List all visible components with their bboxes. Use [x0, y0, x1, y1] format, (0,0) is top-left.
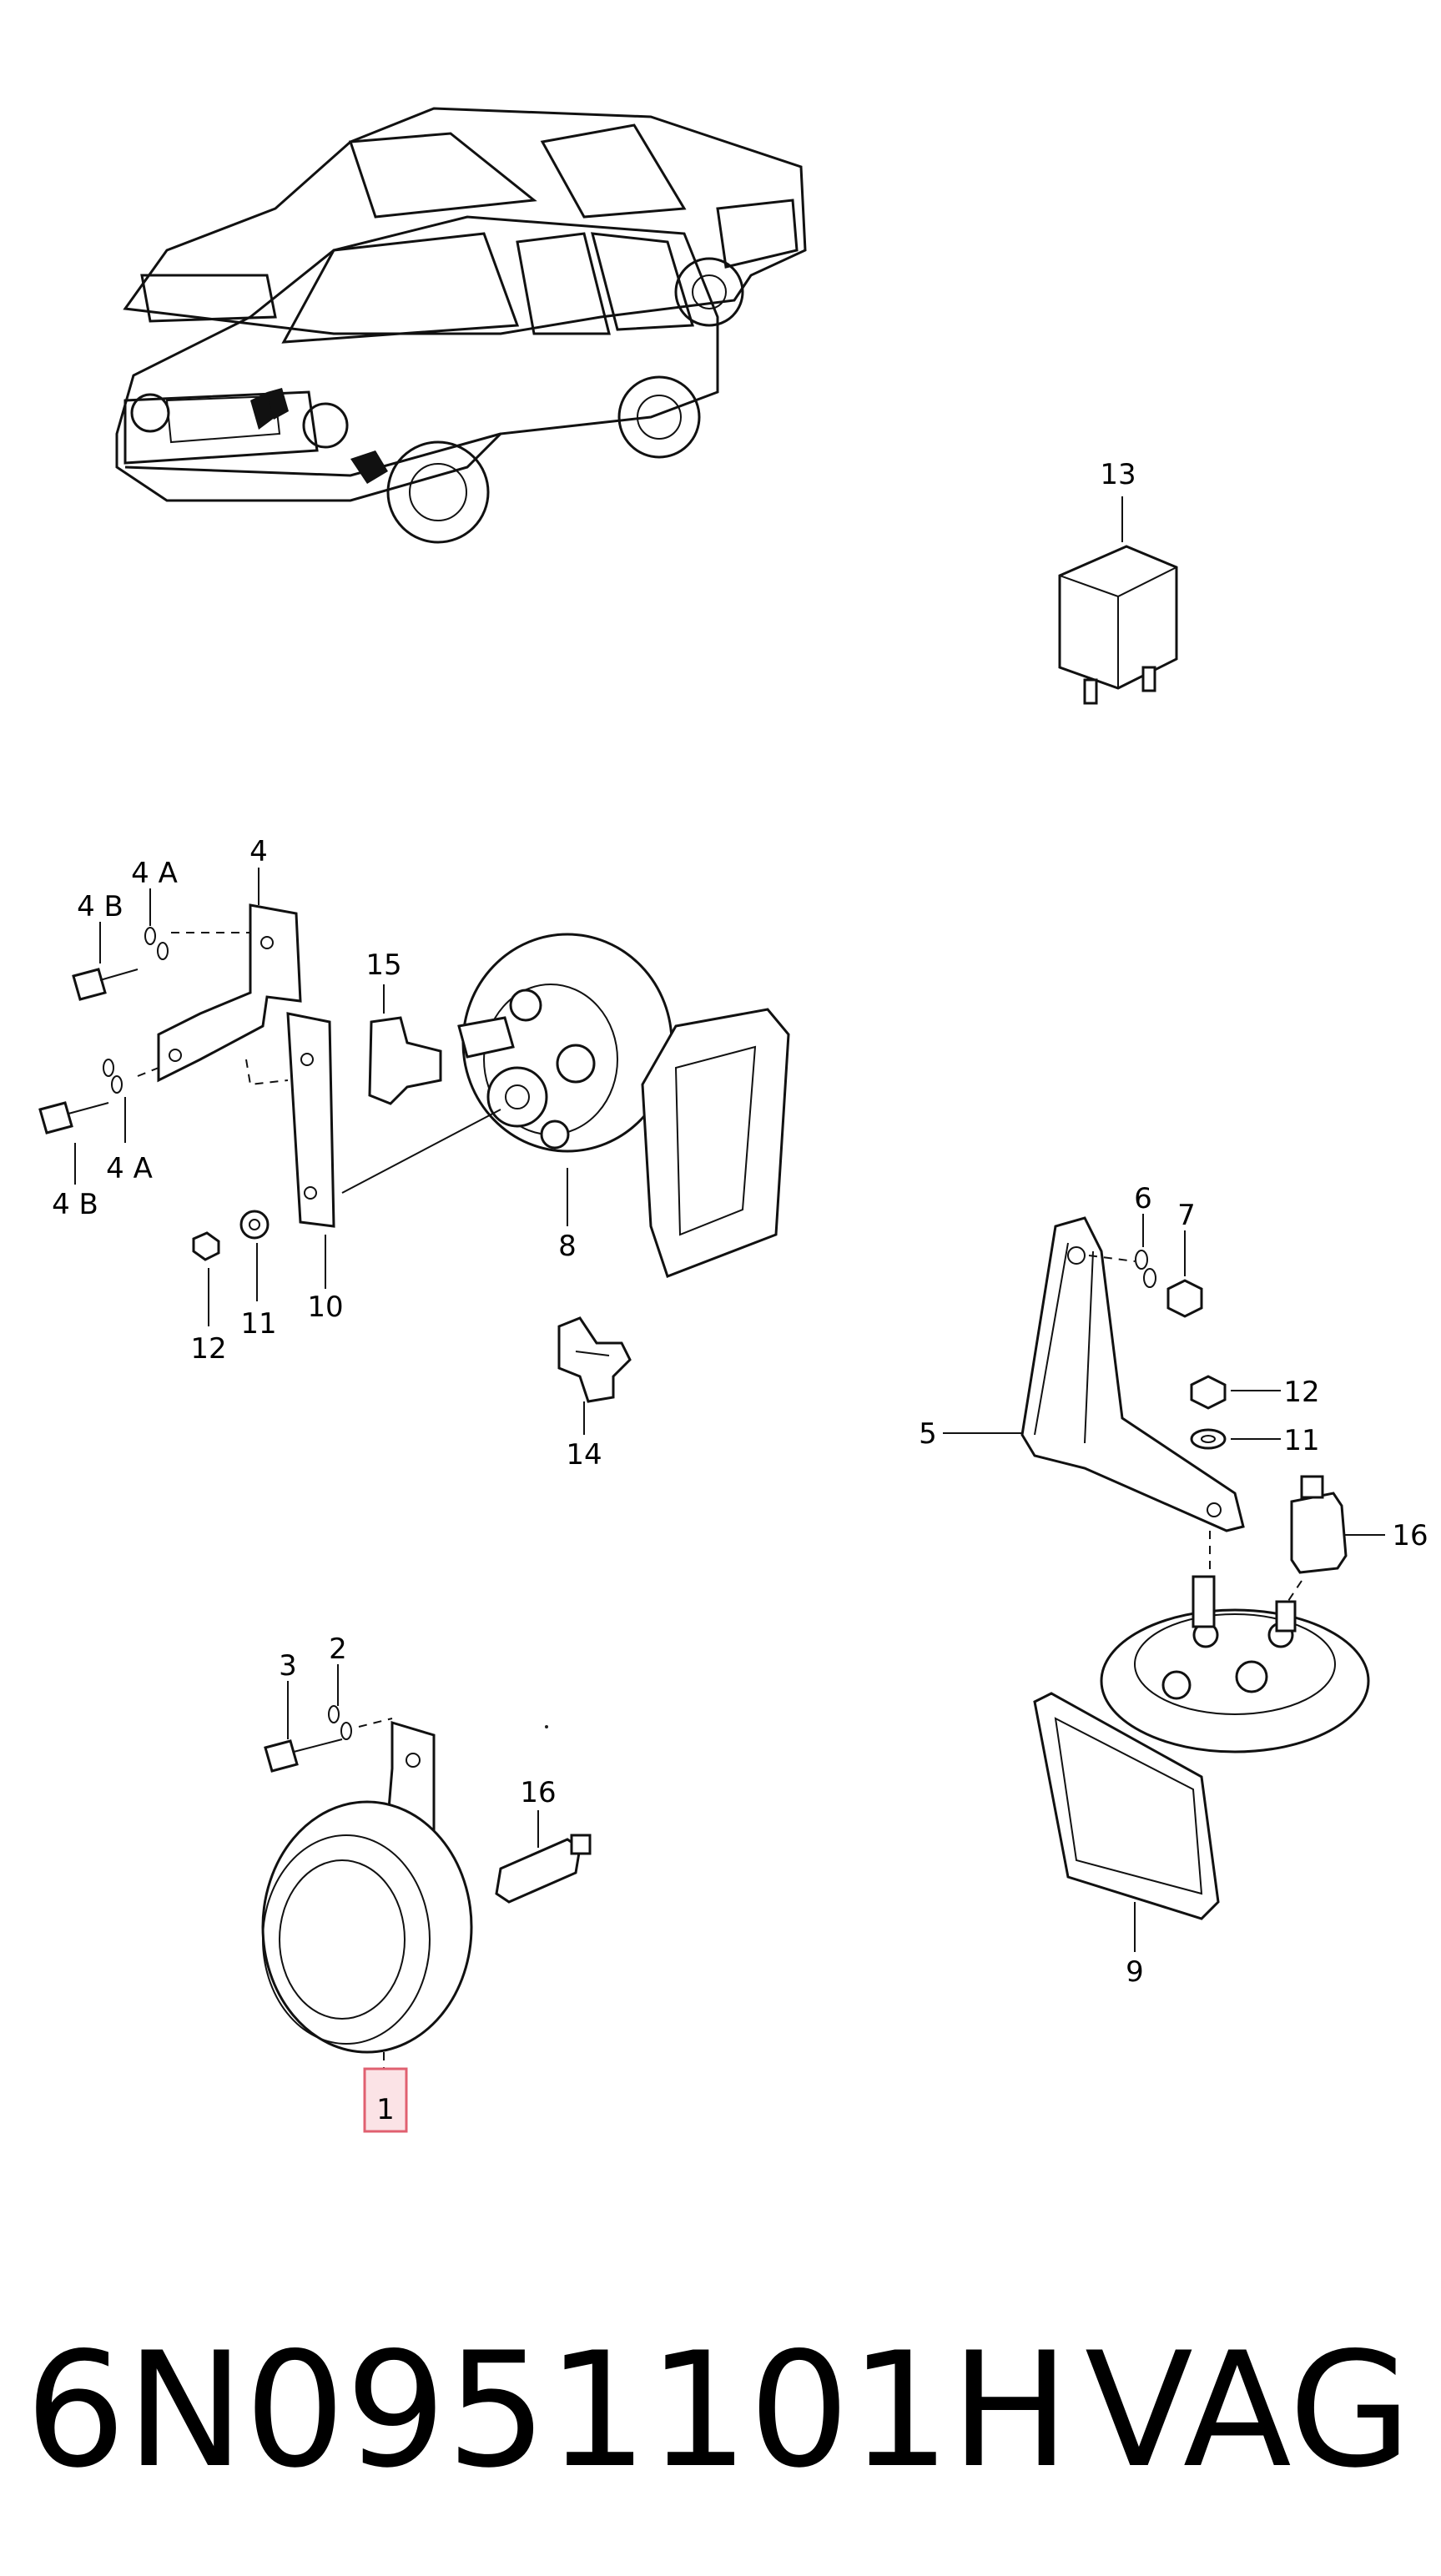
callout-1: 1 [376, 2093, 395, 2126]
callout-3: 3 [279, 1649, 297, 1683]
horn-assembly-left [38, 868, 790, 1326]
callout-9: 9 [1126, 1955, 1144, 1989]
callout-11-right: 11 [1283, 1424, 1319, 1457]
callout-13: 13 [1100, 458, 1136, 491]
footer: 6N0951101H VAG [25, 2318, 1412, 2503]
callout-4: 4 [249, 835, 268, 868]
callout-6: 6 [1134, 1182, 1152, 1215]
horn-assembly-bottom [261, 1664, 592, 2133]
callout-12-left: 12 [190, 1332, 226, 1366]
callout-5: 5 [919, 1417, 937, 1451]
callout-16-right: 16 [1392, 1519, 1428, 1552]
callout-8: 8 [558, 1230, 577, 1263]
callout-12-right: 12 [1283, 1376, 1319, 1409]
callout-10: 10 [307, 1291, 343, 1324]
callout-4a-top: 4 A [131, 857, 178, 890]
relay-13 [1058, 496, 1178, 705]
callout-11-left: 11 [240, 1307, 276, 1341]
clip-14 [557, 1316, 632, 1435]
part-number: 6N0951101H [25, 2318, 1070, 2503]
callout-4a-bottom: 4 A [106, 1152, 153, 1185]
highlight-box [363, 2067, 408, 2133]
callout-labels: 1 2 3 4 4 A 4 A 4 B 4 B 5 6 7 8 9 10 11 … [52, 458, 1428, 2126]
car-illustration [115, 107, 807, 544]
brand-label: VAG [1085, 2318, 1412, 2503]
callout-15: 15 [365, 948, 401, 982]
callout-4b-bottom: 4 B [52, 1188, 98, 1221]
callout-2: 2 [329, 1633, 347, 1666]
callout-7: 7 [1177, 1199, 1196, 1232]
callout-4b-top: 4 B [77, 890, 123, 923]
callout-16-bottom: 16 [520, 1776, 556, 1809]
callout-14: 14 [566, 1438, 602, 1472]
horn-assembly-right [943, 1214, 1385, 1952]
